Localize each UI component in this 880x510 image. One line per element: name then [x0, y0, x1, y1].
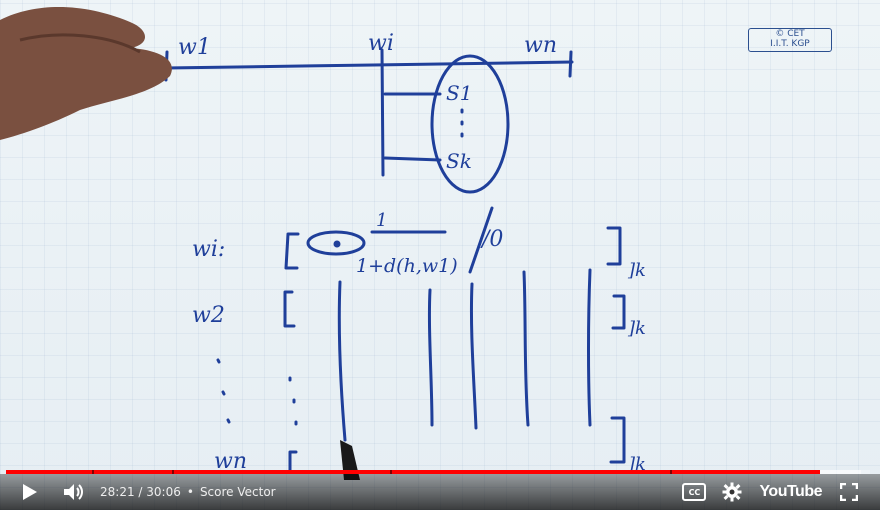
row-label-wi: wi: [192, 237, 225, 262]
volume-button[interactable] [60, 478, 88, 506]
played-fill [6, 470, 820, 474]
chapter-title[interactable]: Score Vector [199, 485, 276, 499]
time-display: 28:21 / 30:06 [100, 485, 181, 499]
bracket-k-2: ]k [627, 318, 646, 339]
gear-icon [722, 482, 742, 502]
play-button[interactable] [16, 478, 44, 506]
label-wi: wi [368, 31, 394, 56]
settings-button[interactable] [715, 478, 749, 506]
cc-icon: CC [682, 483, 707, 501]
fullscreen-button[interactable] [832, 478, 866, 506]
watermark-line1: © CET [775, 29, 805, 39]
chapter-separator: • [186, 485, 194, 499]
time-total: 30:06 [146, 485, 181, 499]
row-label-w2: w2 [192, 303, 225, 328]
youtube-logo[interactable]: YouTube [759, 478, 822, 506]
volume-icon [64, 484, 83, 500]
label-wn: wn [524, 33, 557, 58]
play-icon [23, 484, 37, 500]
presenter-hand [0, 7, 172, 140]
label-sk: Sk [446, 149, 472, 173]
slash-zero: /0 [480, 227, 503, 252]
time-current: 28:21 [100, 485, 135, 499]
label-s1: S1 [446, 81, 472, 105]
bracket-k-3: ]k [627, 454, 646, 470]
bracket-k-1: ]k [627, 260, 646, 281]
fraction-numerator: 1 [376, 210, 387, 231]
cet-watermark: © CET I.I.T. KGP [748, 28, 832, 52]
progress-bar[interactable] [6, 470, 870, 474]
youtube-brand: YouTube [759, 483, 822, 500]
captions-button[interactable]: CC [677, 478, 711, 506]
time-separator: / [134, 485, 147, 499]
row-label-wn: wn [214, 449, 247, 470]
chapter-marker [390, 470, 392, 474]
fullscreen-icon [840, 483, 858, 501]
whiteboard-drawing: w1 wi wn S1 Sk wi: w2 wn 1 1+d(h,w1) /0 … [163, 31, 646, 470]
watermark-line2: I.I.T. KGP [770, 39, 810, 49]
chapter-marker [92, 470, 94, 474]
label-w1: w1 [178, 35, 211, 60]
control-bar: 28:21 / 30:06 • Score Vector CC [0, 474, 880, 510]
chapter-marker [670, 470, 672, 474]
chapter-marker [172, 470, 174, 474]
fraction-denominator: 1+d(h,w1) [356, 255, 458, 277]
